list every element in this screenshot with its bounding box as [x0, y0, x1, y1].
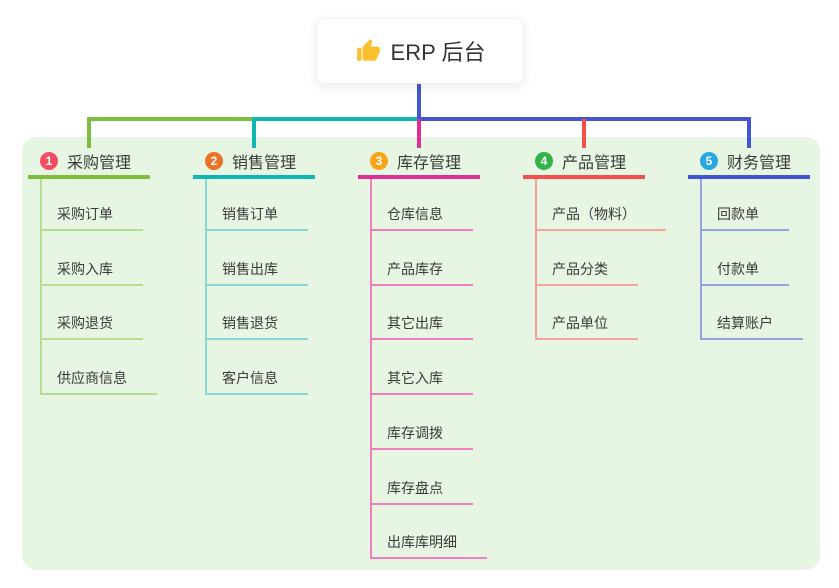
- branch-drop-line-1: [87, 119, 91, 148]
- branch-drop-line-2: [252, 119, 256, 148]
- branch-children-vline-1: [40, 179, 42, 395]
- branch-topic-2[interactable]: 2 销售管理: [193, 146, 315, 179]
- child-topic[interactable]: 客户信息: [205, 371, 308, 395]
- child-topic[interactable]: 采购入库: [40, 262, 143, 286]
- root-topic-erp-backend[interactable]: ERP 后台: [316, 18, 524, 84]
- branch-number-badge-2: 2: [205, 151, 223, 170]
- child-topic[interactable]: 产品分类: [535, 262, 638, 286]
- child-topic[interactable]: 付款单: [700, 262, 789, 286]
- child-topic[interactable]: 其它出库: [370, 316, 473, 340]
- child-topic[interactable]: 销售出库: [205, 262, 308, 286]
- child-topic[interactable]: 产品库存: [370, 262, 473, 286]
- branch-number-badge-5: 5: [700, 151, 718, 170]
- branch-topic-label: 产品管理: [562, 154, 627, 172]
- branch-children-vline-3: [370, 179, 372, 559]
- bus-segment-mid-teal: [252, 117, 421, 121]
- child-topic[interactable]: 仓库信息: [370, 207, 473, 231]
- branch-number-badge-3: 3: [370, 151, 388, 170]
- child-topic[interactable]: 回款单: [700, 207, 789, 231]
- branch-children-vline-4: [535, 179, 537, 340]
- branch-drop-line-3: [417, 119, 421, 148]
- child-topic[interactable]: 销售退货: [205, 316, 308, 340]
- child-topic[interactable]: 供应商信息: [40, 371, 157, 395]
- child-topic[interactable]: 库存盘点: [370, 481, 473, 505]
- branch-number-badge-1: 1: [40, 151, 58, 170]
- child-topic[interactable]: 销售订单: [205, 207, 308, 231]
- branch-group-panel: [22, 137, 820, 570]
- bus-segment-left-green: [87, 117, 256, 121]
- branch-drop-line-4: [582, 119, 586, 148]
- child-topic[interactable]: 结算账户: [700, 316, 803, 340]
- root-connector-line: [417, 82, 421, 119]
- child-topic[interactable]: 库存调拨: [370, 426, 473, 450]
- branch-topic-4[interactable]: 4 产品管理: [523, 146, 645, 179]
- branch-topic-1[interactable]: 1 采购管理: [28, 146, 150, 179]
- branch-children-vline-5: [700, 179, 702, 340]
- branch-drop-line-5: [747, 119, 751, 148]
- child-topic[interactable]: 采购退货: [40, 316, 143, 340]
- child-topic[interactable]: 其它入库: [370, 371, 473, 395]
- branch-topic-label: 销售管理: [232, 154, 297, 172]
- child-topic[interactable]: 采购订单: [40, 207, 143, 231]
- root-topic-label: ERP 后台: [390, 40, 486, 65]
- branch-topic-5[interactable]: 5 财务管理: [688, 146, 810, 179]
- branch-topic-label: 采购管理: [67, 154, 132, 172]
- child-topic[interactable]: 产品（物料）: [535, 207, 666, 231]
- branch-topic-label: 库存管理: [397, 154, 462, 172]
- child-topic[interactable]: 出库库明细: [370, 535, 487, 559]
- branch-children-vline-2: [205, 179, 207, 395]
- branch-topic-label: 财务管理: [727, 154, 792, 172]
- thumbs-up-icon: [355, 38, 381, 64]
- child-topic[interactable]: 产品单位: [535, 316, 638, 340]
- branch-number-badge-4: 4: [535, 151, 553, 170]
- branch-topic-3[interactable]: 3 库存管理: [358, 146, 480, 179]
